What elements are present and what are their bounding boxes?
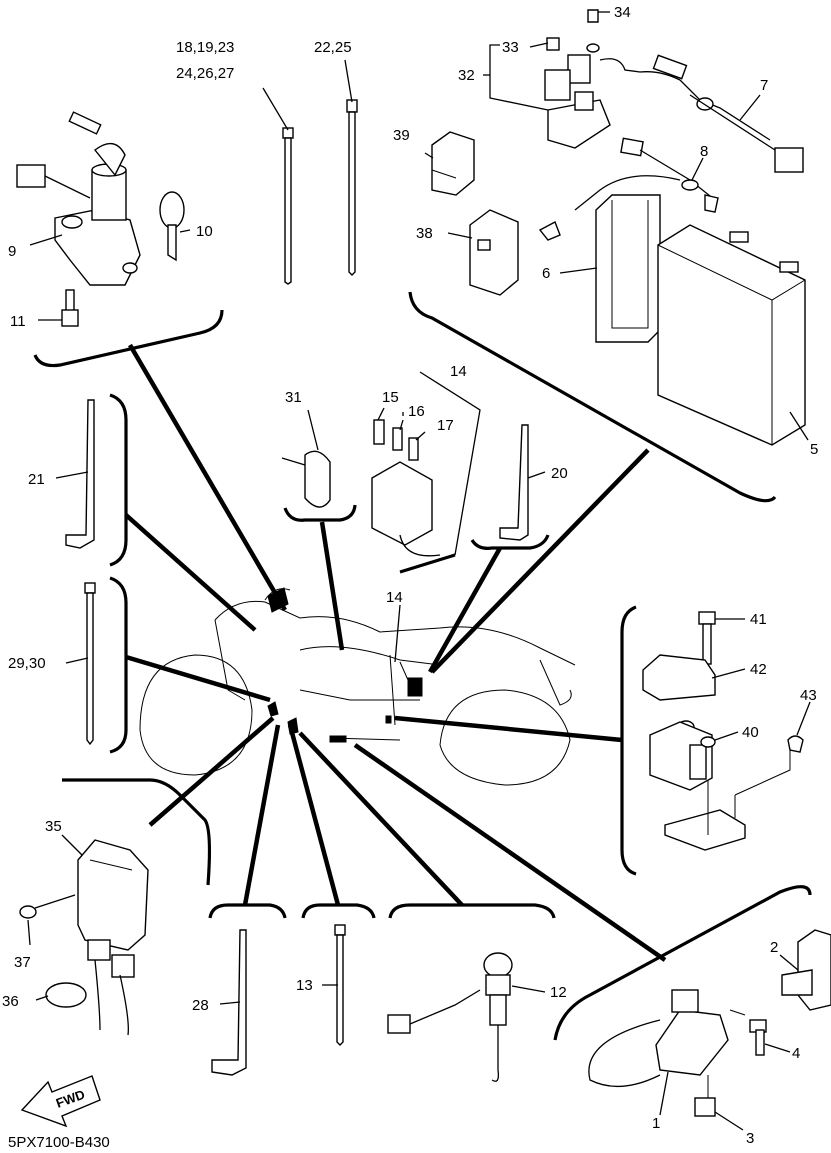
bracket-battery-group bbox=[408, 291, 777, 503]
callout-41: 41 bbox=[750, 611, 767, 628]
callout-42: 42 bbox=[750, 661, 767, 678]
key-part bbox=[159, 191, 185, 262]
cable-tie-13-part bbox=[334, 924, 346, 1046]
callout-7: 7 bbox=[760, 77, 768, 94]
main-switch-part bbox=[16, 111, 141, 286]
rectifier-part bbox=[19, 839, 149, 1036]
bracket-clip-31 bbox=[283, 504, 357, 522]
relay-bracket-parts bbox=[642, 611, 804, 851]
relay-38-part bbox=[469, 209, 519, 296]
callout-28: 28 bbox=[192, 997, 209, 1014]
callout-3: 3 bbox=[746, 1130, 754, 1147]
lead-wire-8-part bbox=[538, 137, 719, 241]
battery-cover-part bbox=[595, 194, 661, 343]
callout-6: 6 bbox=[542, 265, 550, 282]
battery-part bbox=[657, 224, 806, 446]
bracket-tie-13 bbox=[301, 903, 376, 919]
bracket-leader-lines bbox=[124, 343, 667, 962]
starter-relay-part bbox=[544, 9, 681, 149]
callout-11: 11 bbox=[10, 313, 26, 330]
fuse-parts bbox=[371, 371, 481, 557]
callout-35: 35 bbox=[45, 818, 62, 835]
callout-20: 20 bbox=[551, 465, 568, 482]
callout-36: 36 bbox=[2, 993, 19, 1010]
callout-10: 10 bbox=[196, 223, 213, 240]
callout-8: 8 bbox=[700, 143, 708, 160]
callout-2: 2 bbox=[770, 939, 778, 956]
bracket-tie-29 bbox=[109, 576, 128, 754]
callout-labels: 18,19,23 24,26,27 22,25 34 33 32 7 8 39 … bbox=[2, 4, 818, 1147]
callout-38: 38 bbox=[416, 225, 433, 242]
sensor-12-part bbox=[387, 952, 513, 1082]
callout-5: 5 bbox=[810, 441, 818, 458]
callout-leaders bbox=[27, 11, 811, 1131]
callout-4: 4 bbox=[792, 1045, 800, 1062]
callout-1: 1 bbox=[652, 1115, 660, 1132]
callout-43: 43 bbox=[800, 687, 817, 704]
bracket-rectifier bbox=[62, 778, 212, 886]
callout-14b: 14 bbox=[386, 589, 403, 606]
bracket-tie-21 bbox=[109, 393, 128, 567]
lead-wire-7-part bbox=[652, 54, 804, 173]
diagram-code: 5PX7100-B430 bbox=[8, 1134, 110, 1148]
callout-40: 40 bbox=[742, 724, 759, 741]
callout-24: 24,26,27 bbox=[176, 65, 234, 82]
bracket-fuse-group bbox=[399, 553, 456, 574]
cable-ties-top bbox=[282, 99, 358, 285]
bolt-11-part bbox=[61, 289, 79, 327]
clip-31-part bbox=[281, 450, 331, 508]
bracket-tie-20 bbox=[470, 534, 550, 550]
cable-tie-21-part bbox=[65, 399, 95, 549]
callout-14a: 14 bbox=[450, 363, 467, 380]
bracket-sensor-12 bbox=[388, 903, 556, 919]
fwd-arrow-icon: FWD bbox=[20, 1075, 101, 1128]
motorcycle-outline bbox=[139, 587, 576, 786]
callout-22: 22,25 bbox=[314, 39, 352, 56]
relay-39-part bbox=[431, 131, 475, 196]
bracket-relay-group bbox=[620, 605, 637, 876]
bracket-starter-group bbox=[553, 885, 812, 1041]
callout-37: 37 bbox=[14, 954, 31, 971]
callout-21: 21 bbox=[28, 471, 45, 488]
callout-31: 31 bbox=[285, 389, 302, 406]
group-brackets bbox=[33, 291, 812, 1041]
bracket-tie-28 bbox=[208, 903, 287, 919]
cable-tie-29-part bbox=[84, 582, 96, 746]
callout-34: 34 bbox=[614, 4, 631, 21]
callout-39: 39 bbox=[393, 127, 410, 144]
callout-33: 33 bbox=[502, 39, 519, 56]
callout-9: 9 bbox=[8, 243, 16, 260]
callout-16: 16 bbox=[408, 403, 425, 420]
callout-18: 18,19,23 bbox=[176, 39, 234, 56]
callout-12: 12 bbox=[550, 984, 567, 1001]
starter-parts bbox=[588, 929, 831, 1117]
callout-29: 29,30 bbox=[8, 655, 46, 672]
callout-32: 32 bbox=[458, 67, 475, 84]
cable-tie-20-part bbox=[499, 424, 529, 541]
callout-15: 15 bbox=[382, 389, 399, 406]
callout-13: 13 bbox=[296, 977, 313, 994]
callout-17: 17 bbox=[437, 417, 454, 434]
